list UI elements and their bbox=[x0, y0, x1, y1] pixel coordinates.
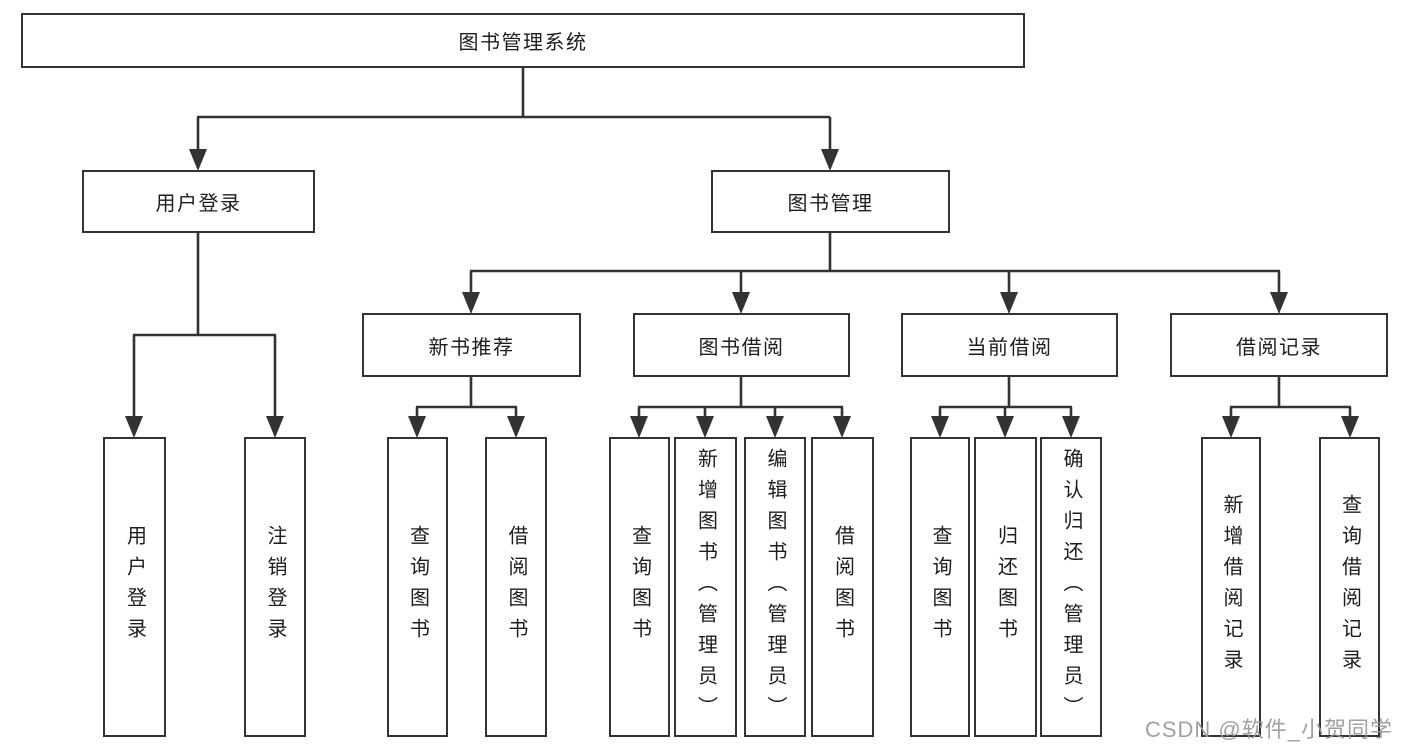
leaf-add-borrow-record: 新增借阅记录 bbox=[1201, 437, 1261, 737]
node-label: 用户登录 bbox=[155, 193, 242, 215]
connector-new-book-recommend-to-leaves bbox=[408, 377, 525, 438]
connector-current-borrow-to-leaves bbox=[931, 377, 1080, 438]
node-label: 图书管理系统 bbox=[458, 32, 588, 54]
node-label: 新增图书（管理员） bbox=[694, 447, 717, 727]
leaf-query-books-recommend: 查询图书 bbox=[387, 437, 448, 737]
node-label: 查询图书 bbox=[929, 525, 951, 649]
node-label: 当前借阅 bbox=[966, 336, 1053, 359]
node-book-management: 图书管理 bbox=[711, 170, 950, 233]
leaf-add-book-admin: 新增图书（管理员） bbox=[674, 437, 737, 737]
node-user-login: 用户登录 bbox=[82, 170, 315, 233]
node-label: 借阅图书 bbox=[505, 525, 527, 649]
leaf-return-book: 归还图书 bbox=[974, 437, 1037, 737]
leaf-query-borrow-record: 查询借阅记录 bbox=[1319, 437, 1380, 737]
node-label: 借阅记录 bbox=[1236, 336, 1322, 359]
node-label: 查询图书 bbox=[628, 525, 651, 649]
node-label: 借阅图书 bbox=[831, 525, 854, 649]
leaf-query-books-borrow: 查询图书 bbox=[609, 437, 670, 737]
leaf-borrow-books: 借阅图书 bbox=[811, 437, 874, 737]
node-new-book-recommend: 新书推荐 bbox=[362, 313, 581, 377]
connector-borrow-records-to-leaves bbox=[1222, 377, 1359, 438]
node-label: 图书借阅 bbox=[698, 336, 785, 359]
connector-book-borrow-to-leaves bbox=[630, 377, 851, 438]
leaf-edit-book-admin: 编辑图书（管理员） bbox=[744, 437, 806, 737]
node-label: 归还图书 bbox=[994, 525, 1017, 649]
node-label: 注销登录 bbox=[264, 525, 286, 649]
node-label: 查询图书 bbox=[406, 525, 429, 649]
csdn-watermark: CSDN @软件_小贺同学 bbox=[1144, 717, 1393, 742]
connector-user-login-to-leaves bbox=[125, 233, 284, 438]
node-library-management-system: 图书管理系统 bbox=[21, 13, 1025, 68]
leaf-borrow-books-recommend: 借阅图书 bbox=[485, 437, 547, 737]
node-borrow-records: 借阅记录 bbox=[1170, 313, 1388, 377]
leaf-logout: 注销登录 bbox=[244, 437, 306, 737]
node-label: 新书推荐 bbox=[428, 336, 515, 359]
leaf-query-books-current: 查询图书 bbox=[910, 437, 970, 737]
connector-book-management-to-level3 bbox=[462, 233, 1288, 314]
leaf-confirm-return-admin: 确认归还（管理员） bbox=[1040, 437, 1102, 737]
connector-root-to-level2 bbox=[189, 68, 839, 171]
node-label: 查询借阅记录 bbox=[1338, 494, 1361, 680]
node-label: 编辑图书（管理员） bbox=[764, 447, 786, 727]
node-book-borrow: 图书借阅 bbox=[633, 313, 850, 377]
leaf-user-login: 用户登录 bbox=[103, 437, 166, 737]
node-label: 新增借阅记录 bbox=[1220, 494, 1242, 680]
node-label: 确认归还（管理员） bbox=[1060, 447, 1082, 727]
node-current-borrow: 当前借阅 bbox=[901, 313, 1118, 377]
node-label: 图书管理 bbox=[787, 193, 874, 215]
node-label: 用户登录 bbox=[123, 525, 146, 649]
